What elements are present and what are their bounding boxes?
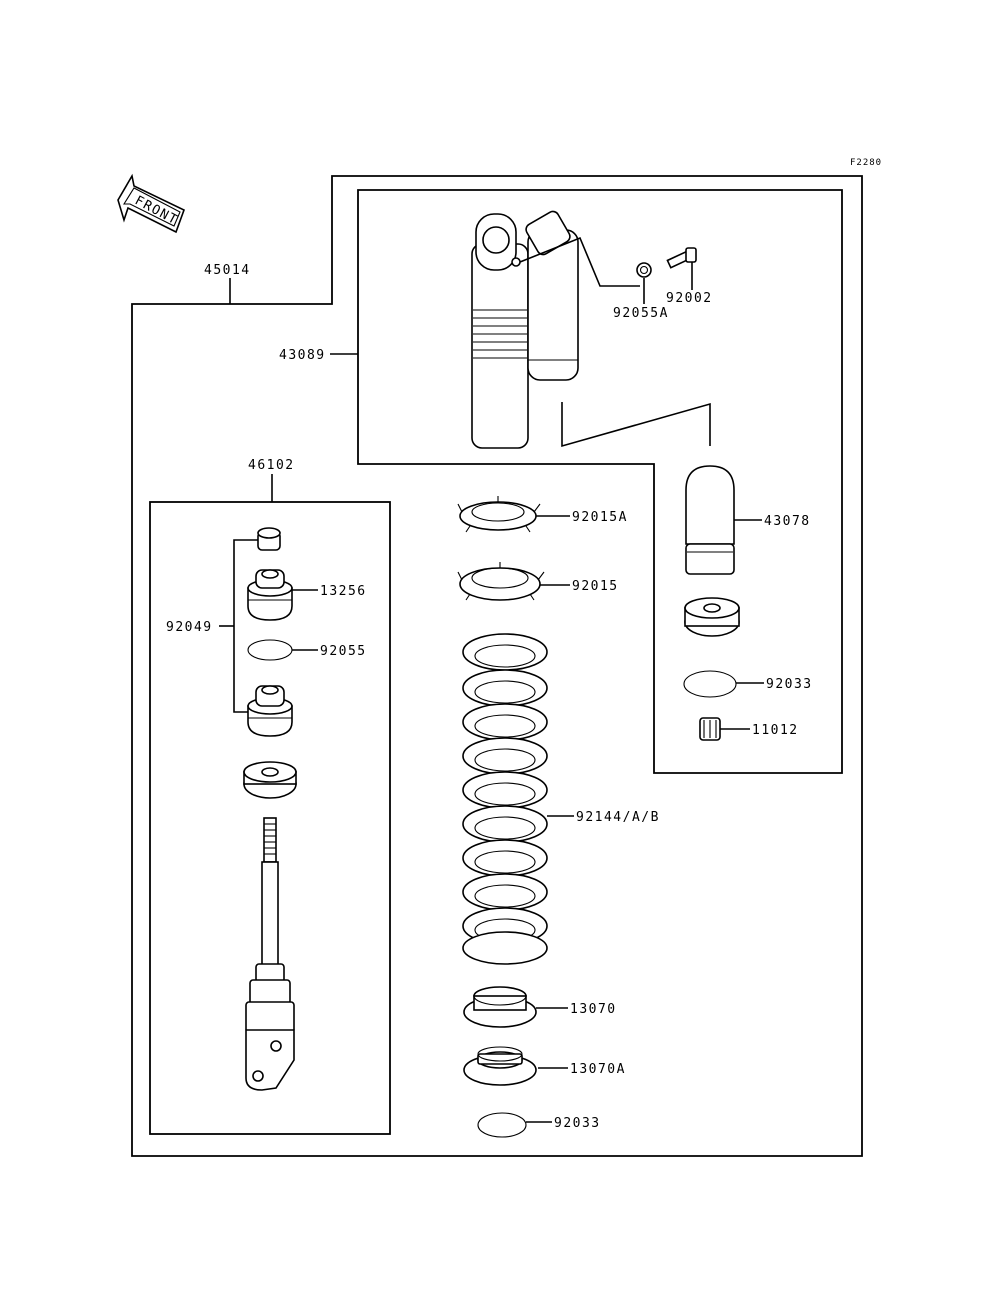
- seal-washer: [243, 761, 297, 799]
- figure-code: F2280: [850, 158, 882, 168]
- nut: [257, 527, 281, 551]
- circlip-92033-lower: [477, 1112, 527, 1138]
- subassembly-frame-43089: [357, 189, 843, 774]
- label-92033-upper: 92033: [766, 677, 813, 692]
- spring-nut-92015A: [457, 496, 541, 533]
- label-43089: 43089: [279, 348, 326, 363]
- piston-rod: [245, 817, 295, 1091]
- o-ring-92055: [247, 639, 293, 661]
- label-92002: 92002: [666, 291, 713, 306]
- label-13070: 13070: [570, 1002, 617, 1017]
- label-11012: 11012: [752, 723, 799, 738]
- circlip-92033-upper: [683, 670, 737, 698]
- assembly-frame-45014: [131, 175, 863, 1157]
- label-92049: 92049: [166, 620, 213, 635]
- label-13256: 13256: [320, 584, 367, 599]
- label-46102: 46102: [248, 458, 295, 473]
- subassembly-frame-46102: [149, 501, 391, 1135]
- bladder-43078: [685, 465, 735, 575]
- spring-guide-13070: [463, 986, 537, 1028]
- bolt-92002: [666, 247, 697, 269]
- shock-body: [471, 210, 579, 449]
- label-92055A: 92055A: [613, 306, 669, 321]
- label-43078: 43078: [764, 514, 811, 529]
- label-13070A: 13070A: [570, 1062, 626, 1077]
- o-ring-92055A: [636, 262, 652, 278]
- coil-spring-92144: [462, 633, 548, 965]
- label-45014: 45014: [204, 263, 251, 278]
- label-92144: 92144/A/B: [576, 810, 660, 825]
- label-92015A: 92015A: [572, 510, 628, 525]
- front-arrow-icon: FRONT: [117, 173, 185, 234]
- reservoir-cap: [684, 597, 740, 637]
- spring-nut-92015: [457, 562, 545, 601]
- label-92033-lower: 92033: [554, 1116, 601, 1131]
- label-92055: 92055: [320, 644, 367, 659]
- valve-11012: [699, 717, 721, 741]
- label-92015: 92015: [572, 579, 619, 594]
- bushing-lower: [247, 685, 293, 737]
- bushing-13256: [247, 569, 293, 621]
- spring-guide-13070A: [463, 1046, 537, 1086]
